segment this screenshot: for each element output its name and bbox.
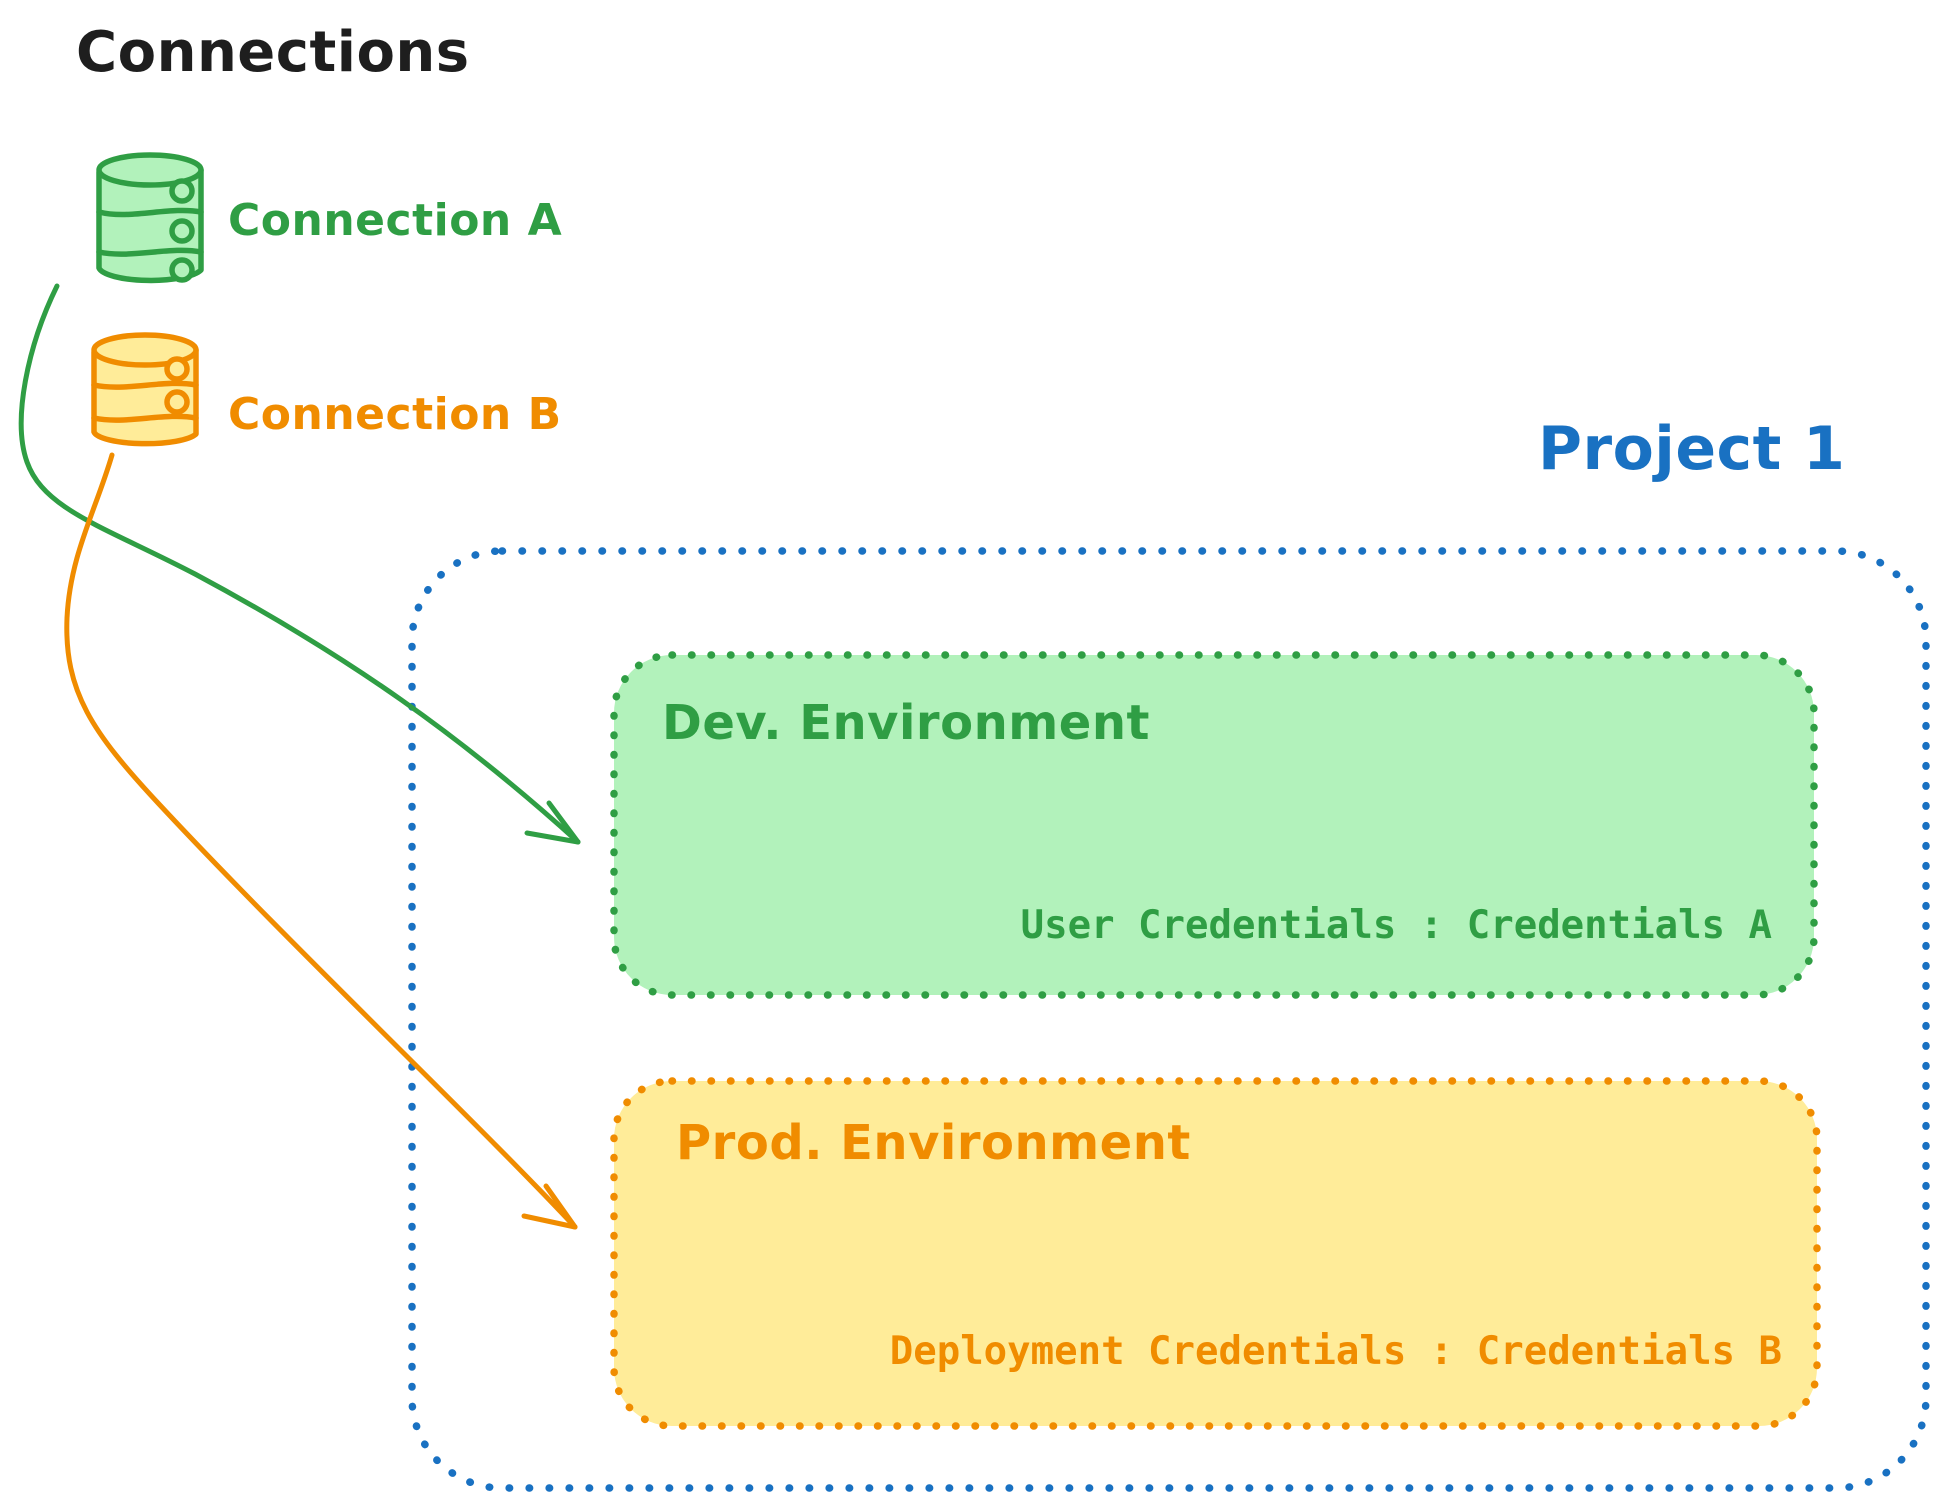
dev-environment-box	[610, 651, 1818, 999]
prod-environment-credentials: Deployment Credentials : Credentials B	[889, 1329, 1782, 1374]
prod-environment-box	[610, 1077, 1821, 1430]
diagram-title: Connections	[76, 20, 470, 85]
database-icon	[91, 332, 199, 447]
database-icon	[96, 152, 204, 284]
prod-environment-title: Prod. Environment	[676, 1115, 1191, 1171]
dev-environment-credentials: User Credentials : Credentials A	[1020, 903, 1772, 948]
connection-a-arrow	[18, 283, 581, 845]
connection-b-arrow	[64, 452, 578, 1230]
dev-environment-title: Dev. Environment	[662, 695, 1150, 751]
connection-a-label: Connection A	[228, 195, 563, 246]
project-1-box	[408, 547, 1930, 1492]
project-1-label: Project 1	[1538, 414, 1846, 484]
connection-b-label: Connection B	[228, 389, 562, 440]
